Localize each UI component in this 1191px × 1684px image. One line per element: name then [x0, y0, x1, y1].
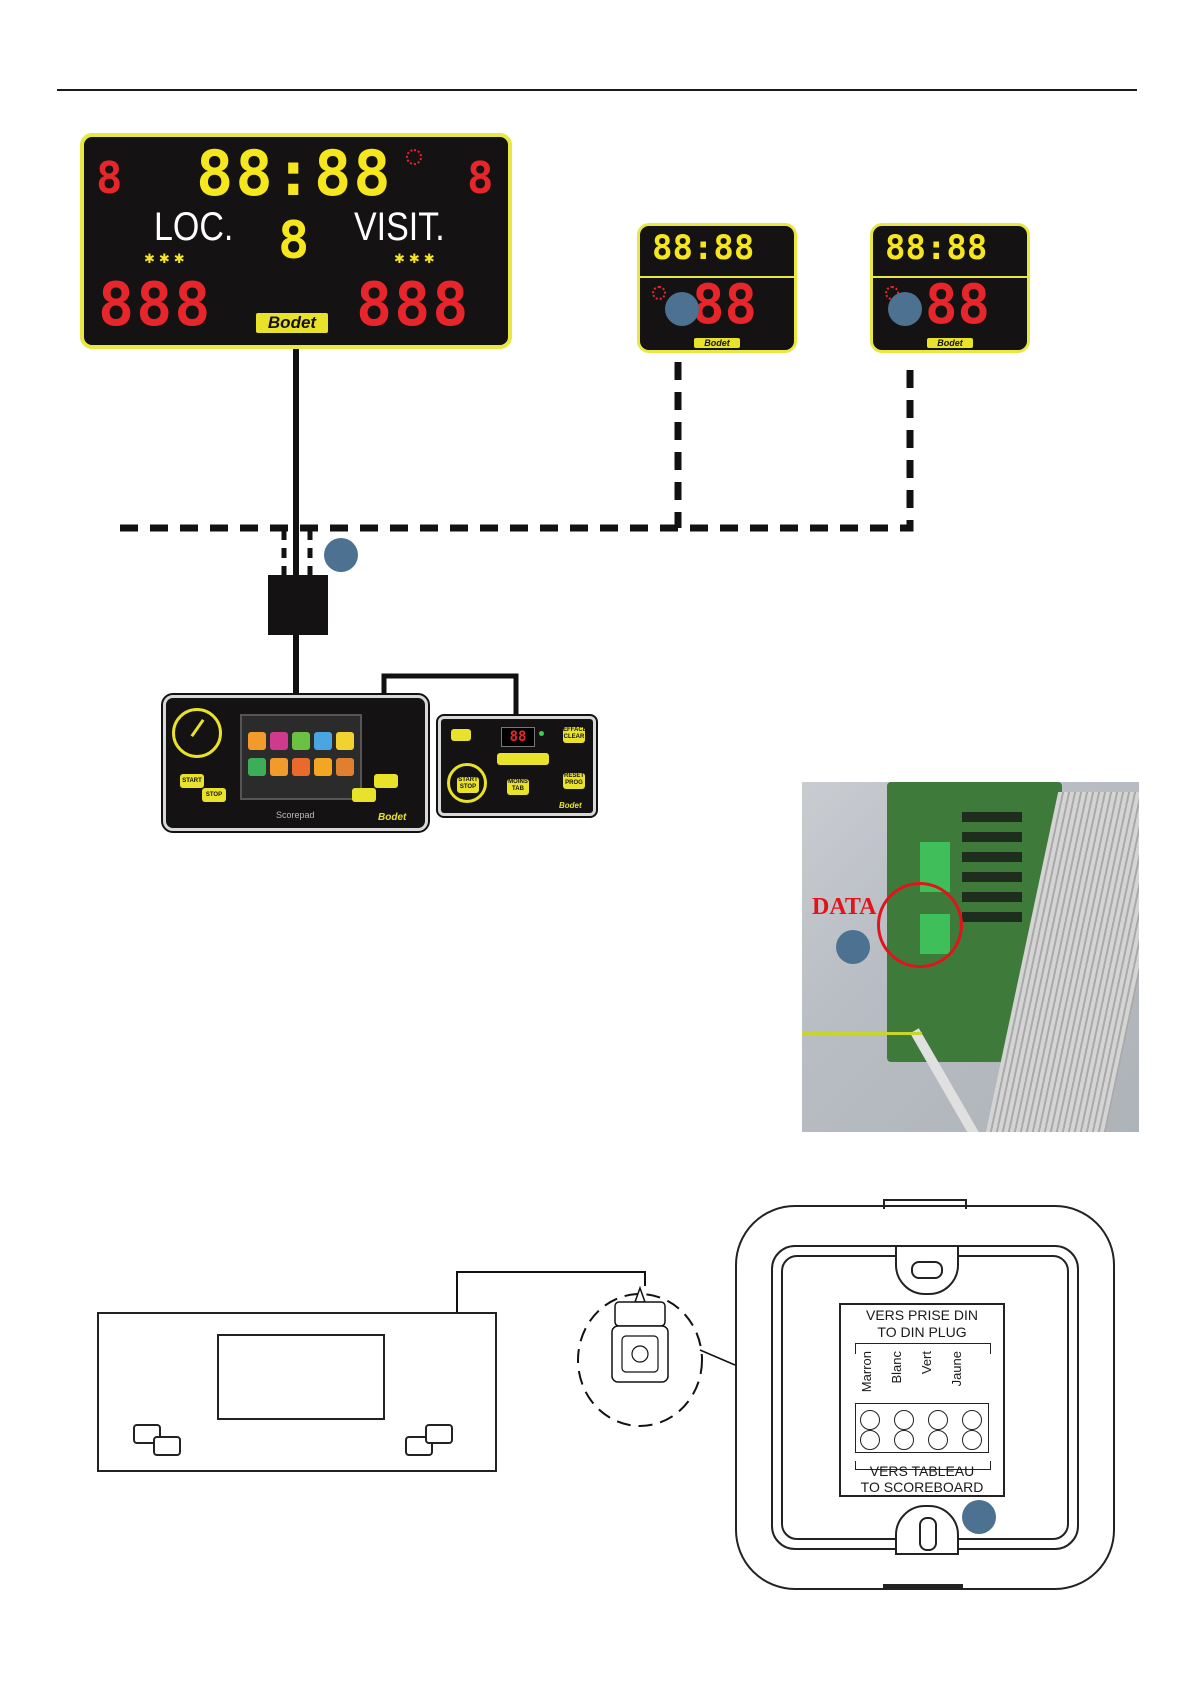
remote-clear-key[interactable]: EFFACE CLEAR: [563, 727, 585, 743]
app-tile-icon: [248, 758, 266, 776]
ellipse-to-box-line: [700, 1350, 735, 1365]
remote-next-key[interactable]: [451, 729, 471, 741]
app-tile-icon: [292, 732, 310, 750]
terminal-strip: [855, 1403, 989, 1453]
terminal-screw-icon: [962, 1430, 982, 1450]
wire-label-jaune: Jaune: [949, 1351, 964, 1386]
remote-controller: 88 EFFACE CLEAR START STOP MOINS TAB RES…: [438, 716, 596, 816]
terminal-panel: VERS PRISE DIN TO DIN PLUG Marron Blanc …: [839, 1303, 1005, 1497]
data-bus-dashed: [120, 362, 910, 528]
remote-plus-key[interactable]: [497, 753, 549, 765]
callout-marker-junction: [962, 1500, 996, 1534]
app-tile-icon: [336, 732, 354, 750]
scorepad-brand: Bodet: [378, 812, 406, 823]
din-plug-socket: [612, 1326, 668, 1382]
wire-label-marron: Marron: [859, 1351, 874, 1392]
remote-reset-key[interactable]: RESET PROG: [563, 773, 585, 789]
scorepad-back-key[interactable]: [352, 788, 376, 802]
cable-entry-bottom: [895, 1505, 959, 1555]
scorepad-console: START STOP Scorepad Bodet: [163, 695, 428, 831]
scorepad-next-key[interactable]: [374, 774, 398, 788]
remote-display: 88: [501, 727, 535, 747]
scorepad-start-key[interactable]: START: [180, 774, 204, 788]
scorepad-stop-key[interactable]: STOP: [202, 788, 226, 802]
app-tile-icon: [336, 758, 354, 776]
terminal-screw-icon: [962, 1410, 982, 1430]
app-tile-icon: [314, 732, 332, 750]
terminal-screw-icon: [860, 1430, 880, 1450]
wire-label-vert: Vert: [919, 1351, 934, 1374]
wire-label-blanc: Blanc: [889, 1351, 904, 1384]
din-plug-body: [615, 1302, 665, 1326]
junction-box-bottom-tab: [883, 1584, 963, 1590]
app-tile-icon: [270, 732, 288, 750]
terminal-screw-icon: [860, 1410, 880, 1430]
cable-entry-top-slot: [911, 1261, 943, 1279]
app-tile-icon: [314, 758, 332, 776]
junction-box-inner: VERS PRISE DIN TO DIN PLUG Marron Blanc …: [771, 1245, 1079, 1550]
yellow-wire: [802, 1032, 922, 1035]
terminal-top-label-en: TO DIN PLUG: [841, 1324, 1003, 1340]
terminal-top-label-fr: VERS PRISE DIN: [841, 1307, 1003, 1323]
remote-led-icon: [539, 731, 544, 736]
pcb-photo: DATA: [802, 782, 1139, 1132]
remote-brand: Bodet: [559, 801, 582, 810]
terminal-screw-icon: [894, 1430, 914, 1450]
app-tile-icon: [292, 758, 310, 776]
data-label: DATA: [812, 894, 876, 921]
app-tile-icon: [270, 758, 288, 776]
cable-entry-bottom-slot: [919, 1517, 937, 1551]
terminal-screw-icon: [928, 1410, 948, 1430]
junction-box-top-tab: [883, 1199, 967, 1209]
data-highlight-circle: [877, 882, 963, 968]
terminal-screw-icon: [894, 1410, 914, 1430]
callout-marker-bus: [324, 538, 358, 572]
callout-marker-data: [836, 930, 870, 964]
terminal-screw-icon: [928, 1430, 948, 1450]
remote-minus-tab-key[interactable]: MOINS TAB: [507, 779, 529, 795]
scorepad-label: Scorepad: [276, 810, 315, 820]
junction-box: [268, 575, 328, 635]
pcb-chips: [962, 812, 1022, 932]
junction-box-outer: VERS PRISE DIN TO DIN PLUG Marron Blanc …: [735, 1205, 1115, 1590]
stopwatch-icon: [172, 708, 222, 758]
app-tile-icon: [248, 732, 266, 750]
terminal-bottom-label-fr: VERS TABLEAU: [841, 1463, 1003, 1479]
scorepad-screen: [240, 714, 362, 800]
terminal-bottom-label-en: TO SCOREBOARD: [841, 1479, 1003, 1495]
remote-start-stop-key[interactable]: START STOP: [457, 777, 479, 793]
